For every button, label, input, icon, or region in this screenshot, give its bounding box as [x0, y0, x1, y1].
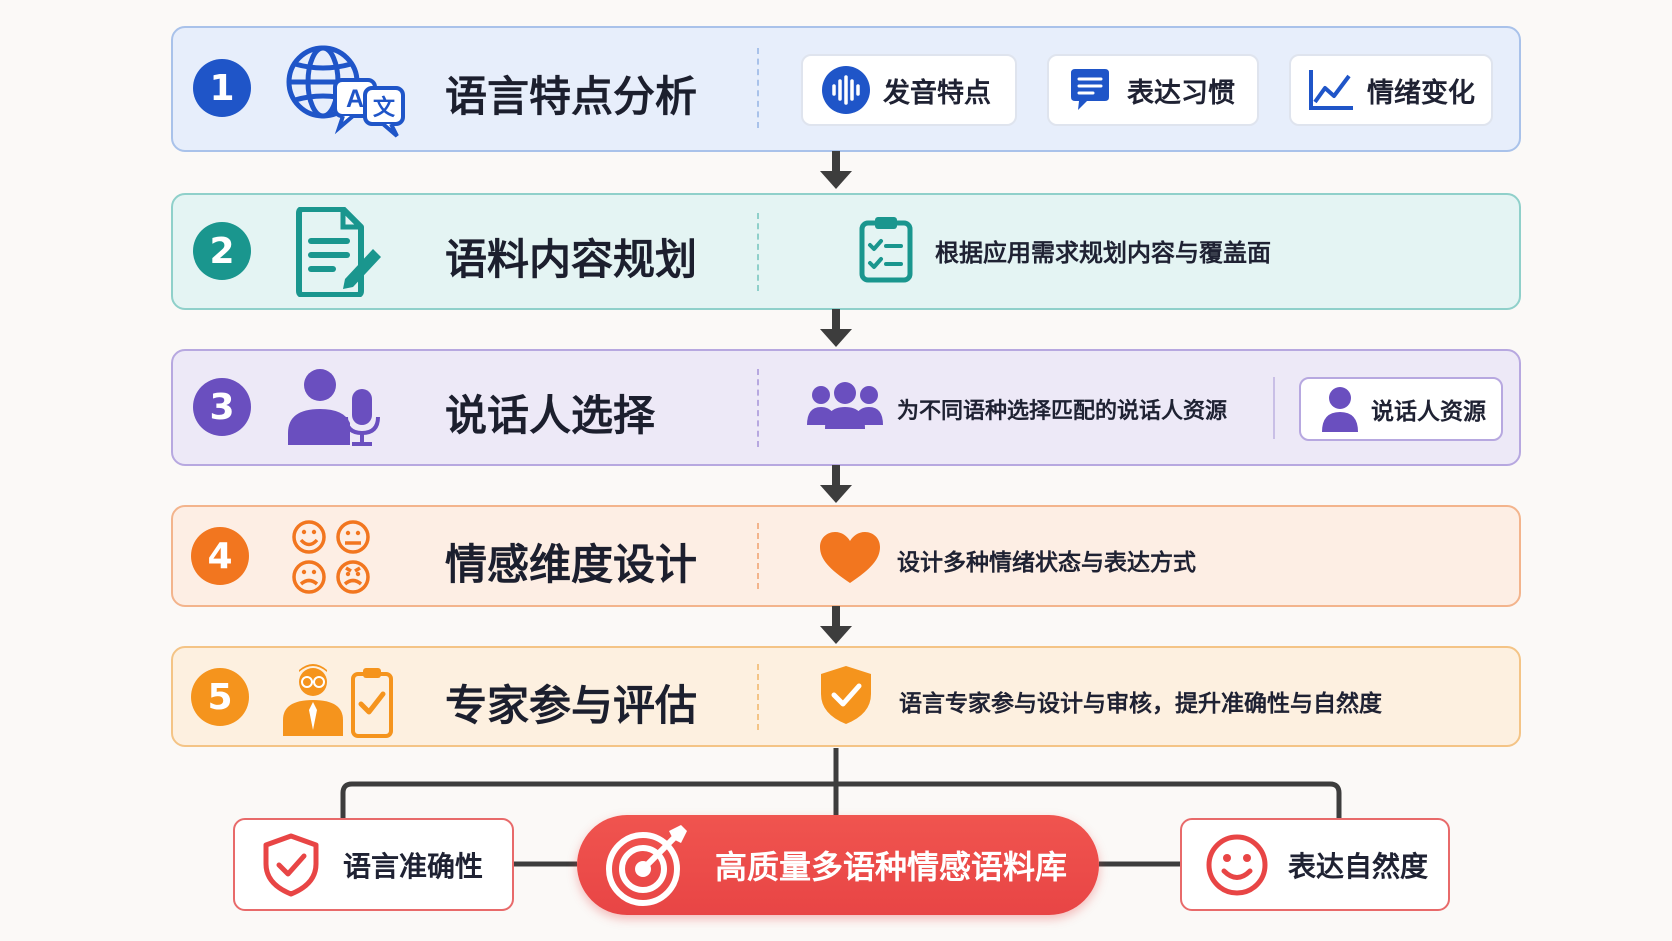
arrow-down-icon	[820, 606, 852, 644]
step-number-badge: 3	[193, 378, 251, 436]
line-chart-icon	[1309, 70, 1353, 110]
output-label: 高质量多语种情感语料库	[715, 848, 1068, 886]
step-divider	[757, 369, 759, 447]
step-speaker-selection: 3 说话人选择 为不同语种选择匹配的说话人资源 说话人资源	[171, 349, 1521, 466]
chip-speaker-resources: 说话人资源	[1299, 377, 1503, 441]
step-title: 专家参与评估	[445, 681, 698, 730]
arrow-down-icon	[820, 151, 852, 189]
step-emotion-design: 4 情感维度设计 设计多种情绪状态与表达方式	[171, 505, 1521, 607]
step-expert-evaluation: 5 专家参与评估 语言专家参与设计与审核，提升准确性与自然度	[171, 646, 1521, 747]
step-description: 设计多种情绪状态与表达方式	[897, 550, 1196, 576]
document-edit-icon	[296, 207, 381, 297]
step-content-planning: 2 语料内容规划 根据应用需求规划内容与覆盖面	[171, 193, 1521, 310]
chat-bubble-icon	[1071, 69, 1109, 110]
smiley-icon	[1206, 834, 1268, 895]
step-description: 语言专家参与设计与审核，提升准确性与自然度	[899, 691, 1382, 717]
speaker-microphone-icon	[288, 369, 380, 446]
step-divider	[757, 523, 759, 589]
svg-text:A: A	[346, 85, 364, 113]
chip-label: 说话人资源	[1371, 399, 1486, 425]
output-corpus: 高质量多语种情感语料库	[577, 815, 1099, 915]
emotion-faces-icon	[292, 520, 370, 594]
shield-check-icon	[821, 666, 871, 724]
svg-text:文: 文	[373, 95, 396, 121]
step-title: 说话人选择	[445, 391, 656, 440]
output-language-accuracy: 语言准确性	[233, 818, 514, 911]
step-title: 语言特点分析	[445, 72, 698, 121]
output-label: 语言准确性	[343, 849, 484, 883]
chip-label: 发音特点	[883, 77, 991, 109]
heart-icon	[820, 532, 880, 583]
output-naturalness: 表达自然度	[1180, 818, 1450, 911]
step-number-badge: 4	[191, 527, 249, 585]
chip-pronunciation: 发音特点	[801, 54, 1017, 126]
chip-expression-habits: 表达习惯	[1047, 54, 1259, 126]
expert-clipboard-icon	[283, 664, 393, 738]
chip-separator	[1273, 377, 1275, 439]
step-number-badge: 2	[193, 222, 251, 280]
chip-label: 表达习惯	[1127, 77, 1235, 109]
step-description: 根据应用需求规划内容与覆盖面	[935, 239, 1271, 267]
shield-check-icon	[263, 833, 319, 896]
step-number-badge: 5	[191, 668, 249, 726]
step-description: 为不同语种选择匹配的说话人资源	[897, 399, 1228, 424]
chip-label: 情绪变化	[1367, 77, 1475, 109]
arrow-down-icon	[820, 309, 852, 347]
step-language-analysis: 1 A 文 语言特点分析 发音特点	[171, 26, 1521, 152]
step-title: 情感维度设计	[445, 540, 698, 589]
person-icon	[1322, 387, 1358, 432]
voice-wave-icon	[822, 66, 870, 114]
clipboard-checklist-icon	[859, 217, 913, 283]
chip-emotion-change: 情绪变化	[1289, 54, 1493, 126]
output-label: 表达自然度	[1288, 849, 1429, 883]
target-icon	[606, 825, 687, 906]
step-number-badge: 1	[193, 59, 251, 117]
arrow-down-icon	[820, 465, 852, 503]
people-group-icon	[807, 382, 883, 429]
step-divider	[757, 48, 759, 128]
step-divider	[757, 213, 759, 291]
step-divider	[757, 664, 759, 730]
translate-globe-icon: A 文	[286, 45, 405, 138]
step-title: 语料内容规划	[445, 235, 698, 284]
